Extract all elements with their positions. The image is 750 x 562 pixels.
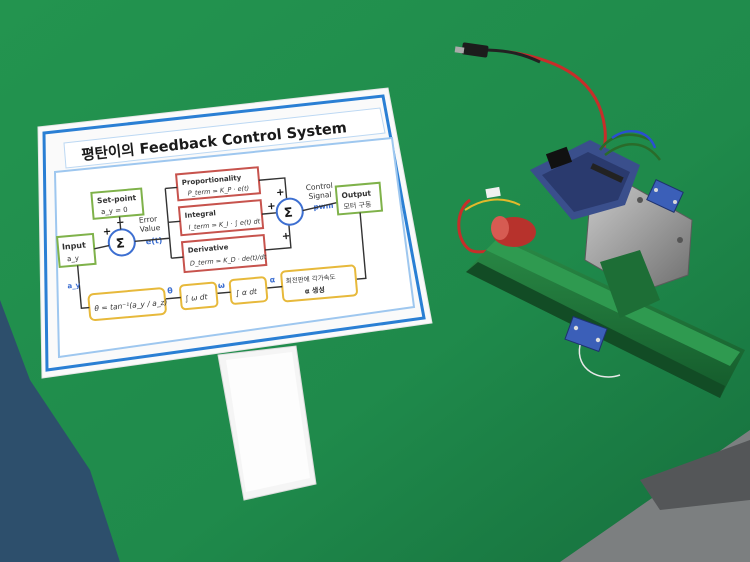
theta-label: θ [167, 286, 174, 295]
output-label: Output [341, 189, 372, 201]
feedback-line [76, 265, 90, 309]
error-label-2: Value [139, 223, 161, 234]
error-symbol: e(t) [145, 236, 162, 246]
sum-symbol-1: Σ [115, 236, 125, 252]
chair-leg [640, 440, 750, 510]
handle-inner [226, 352, 310, 492]
control-system-card: 평탄이의 Feedback Control System Input a_y S… [37, 87, 433, 379]
jst-connector [485, 186, 501, 199]
white-sensor-wire [578, 344, 621, 378]
imu-hole-a [654, 188, 658, 192]
dc-jack-tip [454, 46, 465, 54]
control-label-2: Signal [308, 190, 332, 201]
integral-label: Integral [184, 209, 216, 220]
int-to-theta-line [164, 296, 181, 300]
imu-rail-hole-b [595, 337, 601, 343]
sum-to-output-line [302, 201, 338, 212]
dc-jack [461, 42, 489, 58]
red-cylinder-end [491, 216, 509, 240]
int-to-int-line [216, 291, 231, 295]
black-wire [481, 48, 541, 64]
control-label-1: Control [305, 181, 333, 192]
accel-label-1: 회전판에 각가속도 [285, 272, 336, 285]
int-alpha-label: ∫ α dt [235, 287, 258, 298]
setpoint-eq: a_y = 0 [101, 206, 128, 216]
output-down-line [355, 212, 367, 280]
accel-to-int-line [266, 285, 283, 289]
omega-label: ω [218, 281, 226, 291]
black-connector [545, 146, 573, 170]
input-to-sum-line [94, 216, 122, 250]
error-label-1: Error [139, 214, 159, 225]
setpoint-box [90, 187, 145, 220]
motor-screw-1 [637, 197, 643, 203]
imu-sensor-top [646, 179, 684, 213]
setpoint-label: Set-point [97, 193, 137, 205]
error-to-pid-lines [134, 186, 184, 259]
int-omega-label: ∫ ω dt [185, 292, 209, 303]
accel-label-2: α 생성 [304, 285, 325, 296]
pin-header [590, 163, 624, 183]
plus-sign-1: + [102, 226, 111, 238]
floor-blue [0, 300, 120, 562]
derivative-label: Derivative [187, 243, 229, 255]
plus-sign-2b: + [267, 201, 276, 213]
robot-assembly [454, 42, 745, 398]
plus-sign-2a: + [276, 187, 285, 199]
imu-hole-b [673, 200, 677, 204]
output-sub: 모터 구동 [343, 200, 372, 211]
alpha-label: α [269, 275, 276, 284]
sum-symbol-2: Σ [283, 205, 293, 221]
jumper-wires [598, 133, 661, 161]
pid-to-sum-lines [258, 177, 292, 251]
green-mount-plate [600, 250, 660, 318]
green-rail [466, 235, 745, 398]
blue-wires [611, 129, 657, 149]
input-label: Input [62, 241, 87, 252]
yellow-wire [464, 198, 521, 211]
green-rail-top [486, 238, 740, 366]
motor-screw-2 [677, 237, 683, 243]
arduino-shield [542, 152, 630, 212]
input-symbol: a_y [67, 254, 80, 263]
plus-sign-2c: + [281, 231, 290, 243]
imu-rail-hole-a [573, 325, 579, 331]
imu-sensor-rail [564, 315, 608, 353]
ay-feedback-label: a_y [67, 281, 81, 290]
